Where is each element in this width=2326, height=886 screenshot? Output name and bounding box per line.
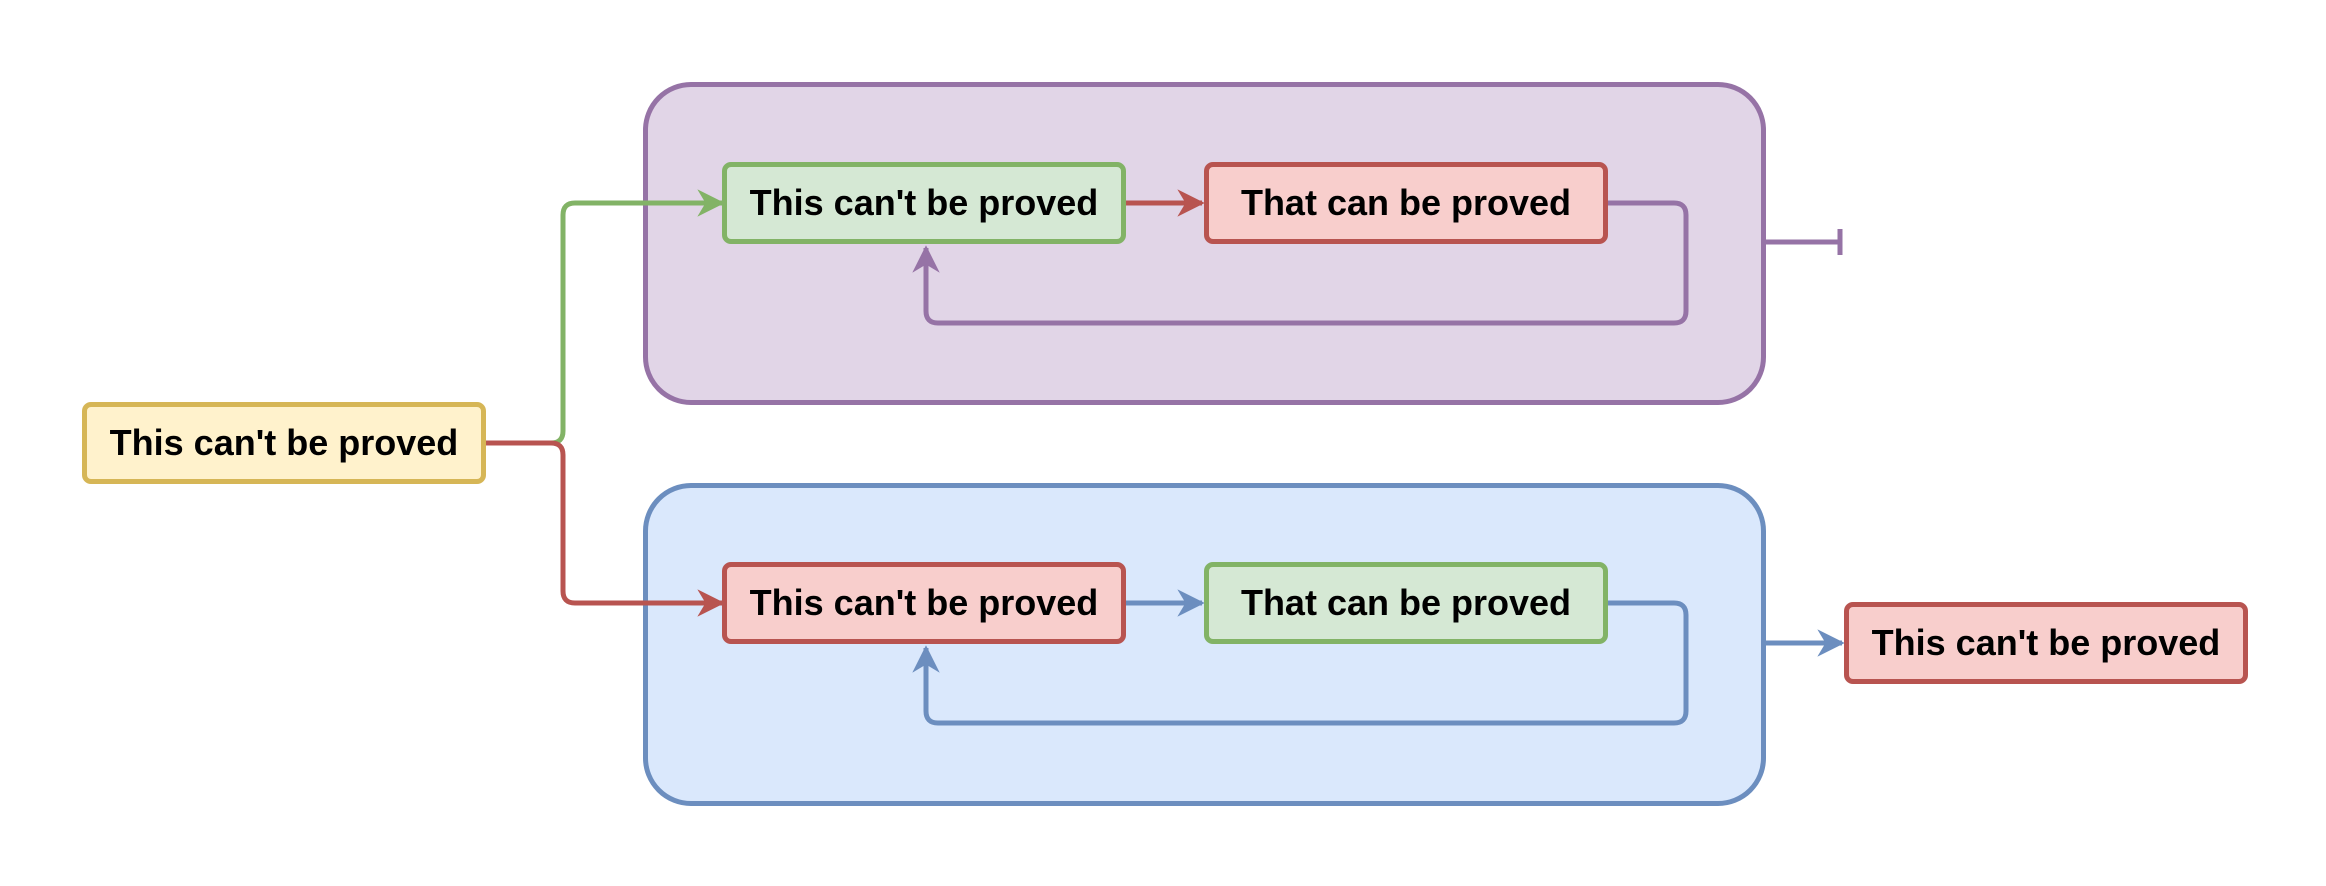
top-right-node: That can be proved [1204, 162, 1608, 244]
top-left-node: This can't be proved [722, 162, 1126, 244]
edge-top-right-loop-back [912, 200, 1689, 326]
bottom-right-node: That can be proved [1204, 562, 1608, 644]
bottom-group-container [643, 483, 1766, 806]
edge-start-to-top-left [486, 189, 725, 446]
result-node: This can't be proved [1844, 602, 2248, 684]
bottom-left-node: This can't be proved [722, 562, 1126, 644]
edge-start-to-bottom-left [486, 440, 725, 617]
start-node: This can't be proved [82, 402, 486, 484]
edge-bottom-right-loop-back [912, 600, 1689, 726]
